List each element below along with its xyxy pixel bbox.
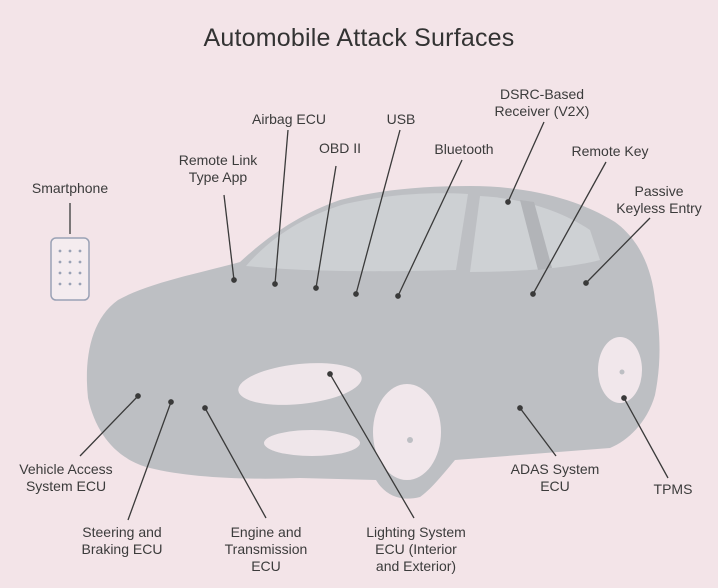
label-airbag-ecu: Airbag ECU: [252, 111, 326, 127]
leader-airbag: [274, 129, 289, 285]
point-lighting: [327, 371, 333, 377]
leader-remote-link: [223, 194, 235, 281]
front-wheel: [373, 384, 441, 480]
leader-tpms: [623, 397, 669, 479]
leader-adas: [519, 407, 557, 457]
point-dsrc: [505, 199, 511, 205]
point-vehicle-access: [135, 393, 141, 399]
rear-wheel: [598, 337, 642, 403]
point-airbag: [272, 281, 278, 287]
diagram-title: Automobile Attack Surfaces: [203, 24, 515, 52]
leader-vehicle-access: [79, 395, 139, 457]
label-usb: USB: [386, 111, 416, 127]
point-usb: [353, 291, 359, 297]
leader-usb: [355, 129, 401, 295]
leader-engine: [204, 407, 267, 519]
smartphone-icon: [50, 237, 90, 301]
leader-passive-keyless: [585, 217, 651, 284]
point-tpms: [621, 395, 627, 401]
point-adas: [517, 405, 523, 411]
leader-dsrc: [507, 121, 545, 203]
point-remote-link: [231, 277, 237, 283]
label-vehicle-access-ecu: Vehicle Access System ECU: [19, 461, 113, 494]
label-passive-keyless-entry: Passive Keyless Entry: [616, 183, 702, 216]
label-remote-key: Remote Key: [571, 143, 649, 159]
leader-lighting: [329, 373, 415, 519]
point-steering: [168, 399, 174, 405]
label-obd-ii: OBD II: [318, 140, 361, 156]
windshield: [246, 193, 468, 272]
label-smartphone: Smartphone: [31, 180, 109, 196]
fog-light: [264, 430, 360, 456]
label-engine-transmission-ecu: Engine and Transmission ECU: [224, 524, 308, 574]
leader-steering: [127, 401, 172, 521]
point-engine: [202, 405, 208, 411]
rear-wheel-hub: [619, 369, 625, 375]
label-steering-braking-ecu: Steering and Braking ECU: [81, 524, 163, 557]
leader-bluetooth: [397, 159, 463, 297]
point-obd: [313, 285, 319, 291]
point-remote-key: [530, 291, 536, 297]
label-lighting-system-ecu: Lighting System ECU (Interior and Exteri…: [366, 524, 466, 574]
point-passive-keyless: [583, 280, 589, 286]
label-tpms: TPMS: [653, 481, 693, 497]
leader-obd: [315, 165, 337, 289]
label-bluetooth: Bluetooth: [434, 141, 494, 157]
point-bluetooth: [395, 293, 401, 299]
label-adas-system-ecu: ADAS System ECU: [510, 461, 600, 494]
label-dsrc-receiver: DSRC-Based Receiver (V2X): [494, 86, 590, 119]
front-wheel-hub: [407, 437, 413, 443]
label-remote-link-app: Remote Link Type App: [178, 152, 258, 185]
window-pillar: [520, 200, 552, 270]
leader-remote-key: [532, 161, 607, 295]
